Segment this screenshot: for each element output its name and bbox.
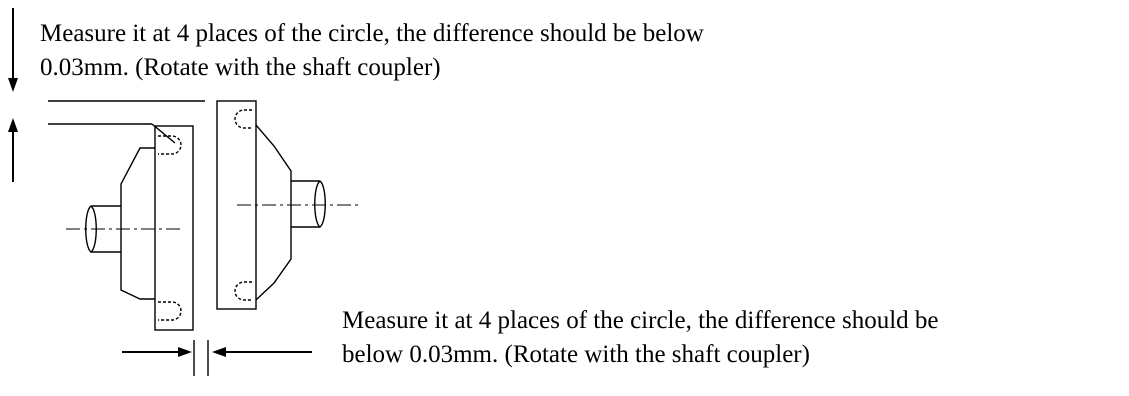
radial-arrow-up: [8, 118, 18, 182]
axial-note-line-2: below 0.03mm. (Rotate with the shaft cou…: [342, 341, 810, 368]
axial-gap-arrows: [122, 340, 312, 376]
radial-arrow-down: [8, 8, 18, 92]
right-coupling-half: [216, 100, 362, 310]
axial-measurement-note: Measure it at 4 places of the circle, th…: [342, 304, 939, 372]
left-coupling-half: [66, 125, 194, 331]
axial-note-line-1: Measure it at 4 places of the circle, th…: [342, 307, 939, 334]
reference-straight-edge: [48, 100, 205, 144]
radial-measurement-note: Measure it at 4 places of the circle, th…: [40, 17, 704, 85]
radial-note-line-1: Measure it at 4 places of the circle, th…: [40, 20, 704, 47]
radial-note-line-2: 0.03mm. (Rotate with the shaft coupler): [40, 54, 441, 81]
